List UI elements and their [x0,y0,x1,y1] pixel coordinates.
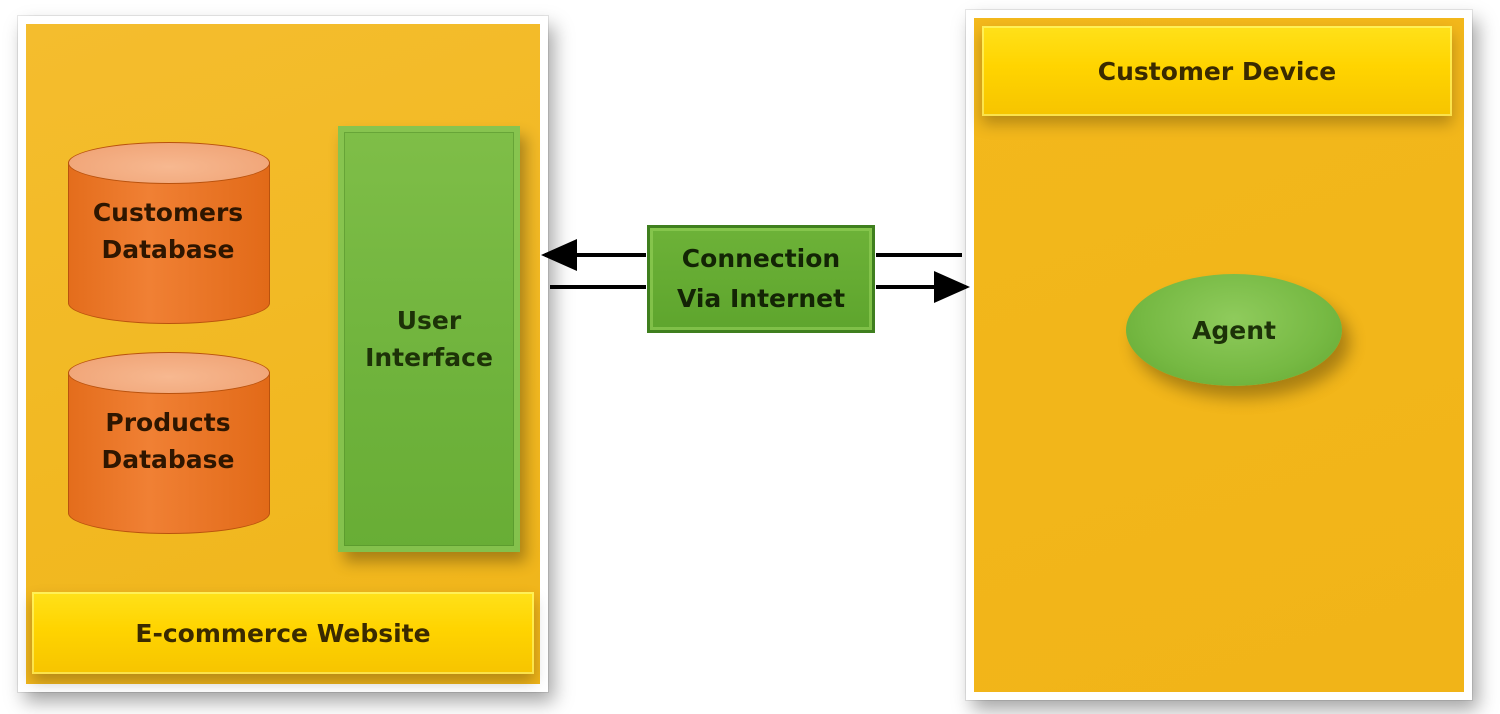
ecommerce-website-panel: Customers Database Products Database Use… [18,16,548,692]
products-database-icon: Products Database [68,352,270,534]
cylinder-body [68,372,270,512]
customers-database-label: Customers Database [92,198,244,264]
products-database-label: Products Database [101,408,235,474]
customers-database-icon: Customers Database [68,142,270,324]
user-interface-block: User Interface [338,126,520,552]
cylinder-body [68,162,270,302]
cylinder-top [68,142,270,184]
cylinder-top [68,352,270,394]
customer-device-panel: Customer Device Agent [966,10,1472,700]
connection-via-internet-box: Connection Via Internet [647,225,875,333]
agent-ellipse: Agent [1126,274,1342,386]
ecommerce-website-title: E-commerce Website [32,592,534,674]
customer-device-title: Customer Device [982,26,1452,116]
